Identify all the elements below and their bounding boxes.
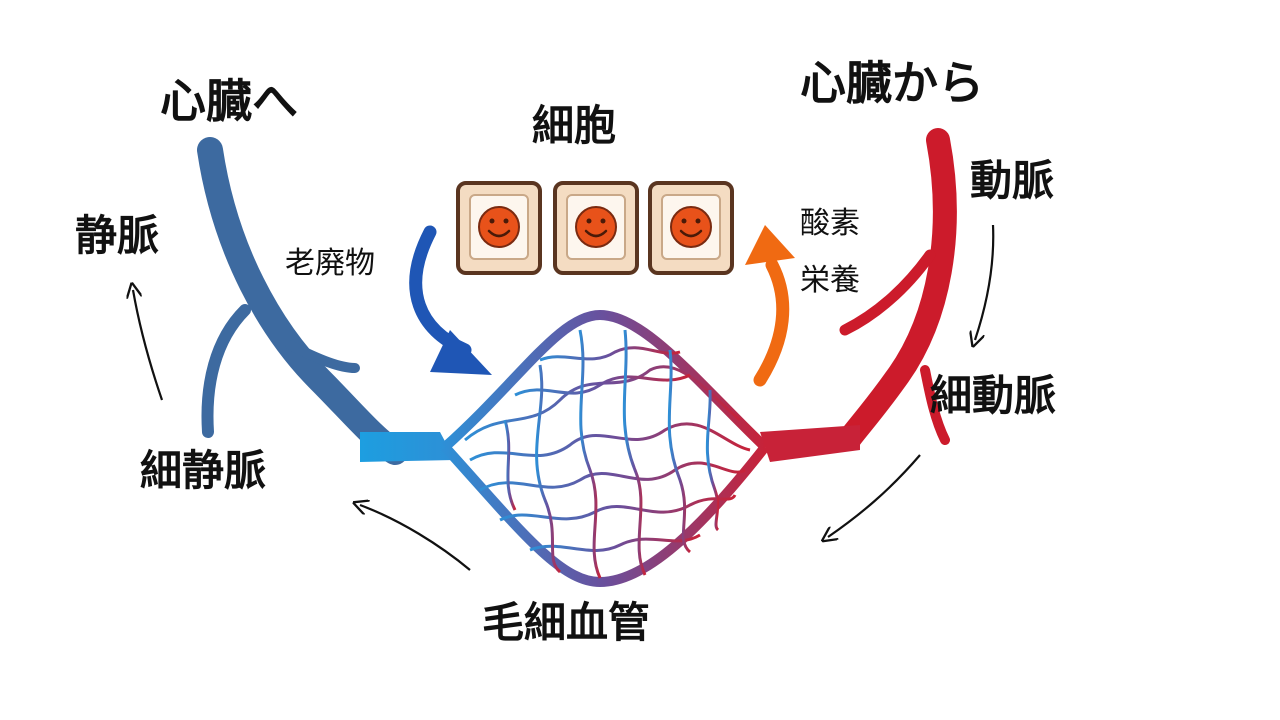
label-nutrients: 栄養 (800, 263, 860, 298)
waste-arrow-icon (409, 225, 492, 375)
flow-arrow-to-vein (133, 290, 164, 401)
flow-arrow-to-capillary (828, 454, 921, 537)
venule-vessel (360, 432, 455, 462)
flow-arrow-to-venule (360, 505, 471, 571)
nutrient-arrow-icon (745, 225, 795, 387)
smiley-cell-icon (553, 181, 639, 275)
label-arteriole: 細動脈 (930, 371, 1057, 420)
label-capillary: 毛細血管 (482, 598, 651, 647)
label-venule: 細静脈 (140, 446, 267, 495)
label-to-heart: 心臓へ (160, 74, 298, 128)
label-cells: 細胞 (532, 101, 617, 150)
label-artery: 動脈 (970, 156, 1055, 205)
cell-group (456, 181, 734, 275)
flow-arrow-to-artery-branch (975, 224, 995, 340)
artery-vessel (838, 128, 957, 450)
smiley-cell-icon (456, 181, 542, 275)
label-vein: 静脈 (75, 211, 160, 260)
smiley-cell-icon (648, 181, 734, 275)
label-from-heart: 心臓から (800, 56, 984, 110)
vein-vessel (197, 137, 408, 465)
capillary-bed (441, 309, 769, 588)
arteriole-vessel (760, 425, 860, 462)
label-waste: 老廃物 (285, 246, 375, 281)
label-oxygen: 酸素 (800, 206, 860, 241)
